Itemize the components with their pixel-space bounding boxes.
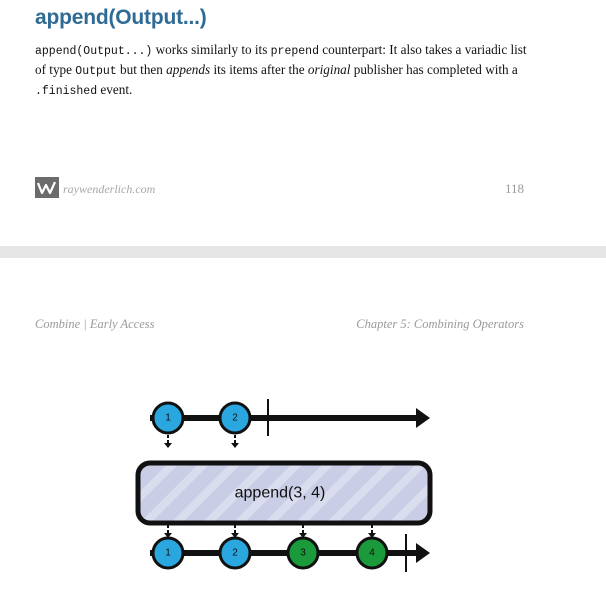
output-marble-label-2: 2 bbox=[232, 548, 238, 559]
upstream-down-arrow-icon bbox=[164, 435, 172, 448]
marble-diagram: append(3, 4) 1 2 1 2 3 4 bbox=[135, 399, 433, 572]
emphasis-original: original bbox=[307, 62, 351, 77]
page-separator bbox=[0, 246, 606, 258]
para-text-1: works similarly to its bbox=[152, 42, 271, 57]
upstream-down-arrow-icon bbox=[231, 435, 239, 448]
output-down-arrow-icon bbox=[299, 525, 307, 538]
output-down-arrow-icon bbox=[164, 525, 172, 538]
emphasis-appends: appends bbox=[166, 62, 211, 77]
output-marble-label-4: 4 bbox=[369, 548, 375, 559]
output-marble-label-1: 1 bbox=[165, 548, 171, 559]
output-marble-1 bbox=[151, 536, 185, 570]
output-down-arrow-icon bbox=[231, 525, 239, 538]
upstream-marble-2 bbox=[218, 401, 252, 435]
operator-label: append(3, 4) bbox=[235, 485, 326, 502]
code-prepend: prepend bbox=[270, 45, 319, 58]
upstream-marble-label-1: 1 bbox=[165, 413, 171, 424]
upstream-arrowhead-icon bbox=[416, 408, 430, 428]
section-heading: append(Output...) bbox=[35, 6, 207, 29]
output-marble-4 bbox=[355, 536, 389, 570]
output-marble-2 bbox=[218, 536, 252, 570]
output-marble-3 bbox=[286, 536, 320, 570]
page-bottom: Combine | Early Access Chapter 5: Combin… bbox=[0, 258, 606, 591]
footer-site-link[interactable]: raywenderlich.com bbox=[63, 182, 156, 196]
running-header-book: Combine | Early Access bbox=[35, 317, 155, 331]
output-arrowhead-icon bbox=[416, 543, 430, 563]
para-text-5: publisher has completed with a bbox=[350, 62, 518, 77]
para-text-4: its items after the bbox=[210, 62, 308, 77]
code-output: Output bbox=[75, 65, 117, 78]
operator-box bbox=[135, 460, 433, 526]
code-finished: .finished bbox=[35, 85, 98, 98]
page-number: 118 bbox=[504, 181, 524, 196]
raywenderlich-logo-icon bbox=[35, 177, 59, 198]
para-text-3: but then bbox=[116, 62, 167, 77]
code-append: append(Output...) bbox=[35, 45, 153, 58]
para-text-6: event. bbox=[97, 82, 133, 97]
upstream-marble-1 bbox=[151, 401, 185, 435]
body-paragraph: append(Output...) works similarly to its… bbox=[35, 41, 535, 101]
running-header-chapter: Chapter 5: Combining Operators bbox=[356, 317, 524, 331]
page-top: append(Output...) append(Output...) work… bbox=[0, 0, 606, 246]
output-marble-label-3: 3 bbox=[300, 548, 306, 559]
para-text-2: counterpart: It also takes a variadic li… bbox=[35, 42, 527, 77]
output-down-arrow-icon bbox=[368, 525, 376, 538]
upstream-marble-label-2: 2 bbox=[232, 413, 238, 424]
